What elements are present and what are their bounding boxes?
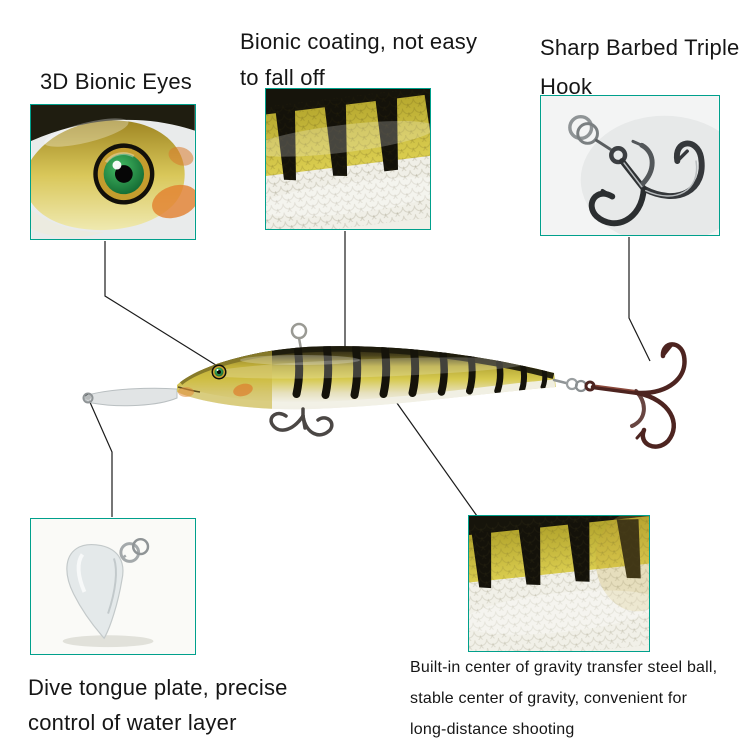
label-center-of-gravity: Built-in center of gravity transfer stee… xyxy=(410,652,717,745)
lure-rear-hook xyxy=(552,342,687,449)
lure-illustration xyxy=(82,322,687,449)
closeup-treble-hook xyxy=(568,114,705,227)
connector-tongue xyxy=(88,399,113,517)
label-line: Sharp Barbed Triple xyxy=(540,35,740,60)
belly-closeup-photo xyxy=(469,516,649,651)
treble-hook-closeup-photo xyxy=(541,96,719,235)
label-line: 3D Bionic Eyes xyxy=(40,69,192,94)
label-line: Bionic coating, not easy xyxy=(240,29,478,54)
closeup-dive-lip xyxy=(66,537,150,640)
label-sharp-barbed-hook: Sharp Barbed Triple Hook xyxy=(540,28,739,106)
lure-stripes xyxy=(292,346,548,399)
inset-tongue-closeup xyxy=(30,518,196,655)
label-dive-tongue-plate: Dive tongue plate, precise control of wa… xyxy=(28,670,288,740)
connector-eyes xyxy=(104,241,220,368)
inset-gravity-closeup xyxy=(468,515,650,652)
label-line: Dive tongue plate, precise xyxy=(28,675,288,700)
label-line: stable center of gravity, convenient for xyxy=(410,690,688,707)
lure-belly-hook xyxy=(269,407,334,437)
label-line: long-distance shooting xyxy=(410,721,575,738)
inset-hook-closeup xyxy=(540,95,720,236)
label-bionic-coating: Bionic coating, not easy to fall off xyxy=(240,24,477,96)
closeup-eyeball xyxy=(93,143,155,205)
lure-dive-lip xyxy=(82,387,178,407)
label-line: Hook xyxy=(540,74,593,99)
inset-coating-closeup xyxy=(265,88,431,230)
dive-lip-closeup-photo xyxy=(31,519,195,654)
lure-top-loop xyxy=(290,322,308,350)
connector-hook xyxy=(628,237,651,362)
label-line: to fall off xyxy=(240,65,325,90)
label-line: Built-in center of gravity transfer stee… xyxy=(410,659,718,676)
lure-body xyxy=(177,346,556,410)
connector-gravity xyxy=(386,388,478,517)
label-line: control of water layer xyxy=(28,710,237,735)
label-3d-bionic-eyes: 3D Bionic Eyes xyxy=(40,64,192,100)
coating-closeup-photo xyxy=(266,89,430,229)
eye-closeup-photo xyxy=(31,105,195,239)
lure-eye xyxy=(211,364,227,380)
connector-lines xyxy=(85,231,651,517)
inset-eye-closeup xyxy=(30,104,196,240)
